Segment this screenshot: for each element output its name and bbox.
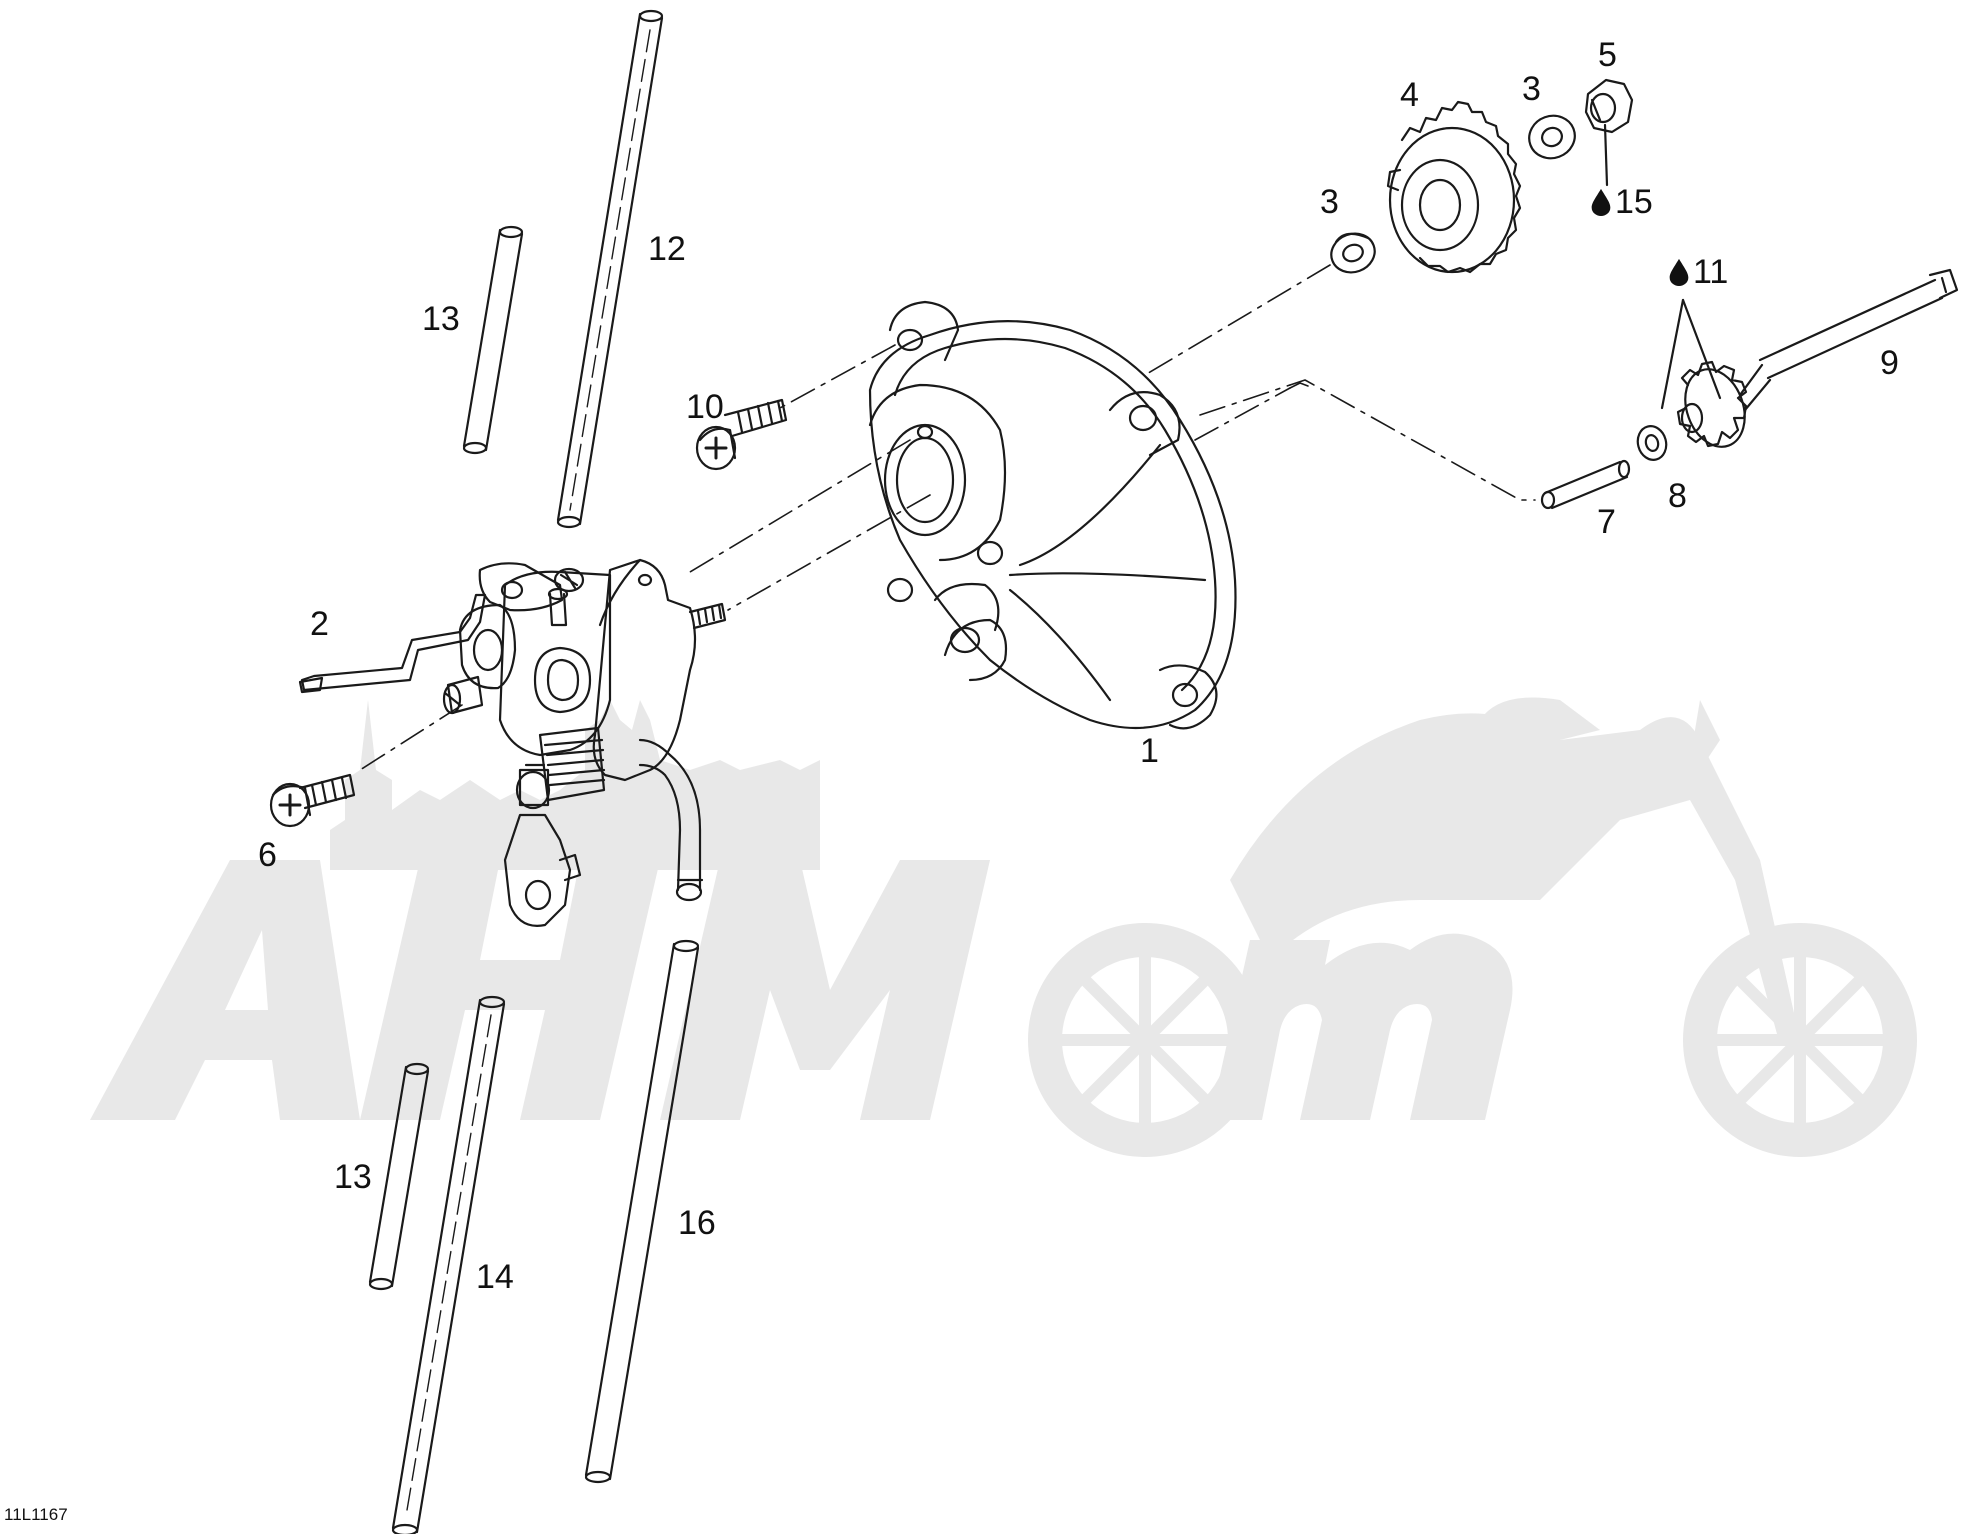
callout-6: 6 <box>258 836 277 874</box>
callout-15: 15 <box>1590 185 1653 219</box>
part-3-washer-upper <box>1528 114 1576 160</box>
part-16-tube <box>584 939 700 1484</box>
part-13-tube-bottom <box>368 1062 430 1291</box>
part-10-screw <box>695 398 788 471</box>
part-14-tube <box>391 995 506 1537</box>
part-12-tube <box>556 9 664 529</box>
part-9-shaft <box>1676 268 1959 448</box>
oil-drop-icon <box>1669 258 1689 286</box>
part-13-tube-top <box>462 225 524 455</box>
oil-drop-icon <box>1591 188 1611 216</box>
part-6-screw <box>269 773 356 828</box>
callout-3-upper: 3 <box>1522 70 1541 108</box>
part-2-bracket <box>298 593 487 694</box>
callout-8: 8 <box>1668 477 1687 515</box>
callout-14: 14 <box>476 1258 514 1296</box>
callout-15-label: 15 <box>1615 183 1653 221</box>
callout-16: 16 <box>678 1204 716 1242</box>
callout-2: 2 <box>310 605 329 643</box>
part-7-pin <box>1540 459 1631 510</box>
callout-11-label: 11 <box>1693 253 1729 291</box>
callout-13-top: 13 <box>422 300 460 338</box>
part-4-gear <box>1386 100 1522 274</box>
dashed-centerlines <box>359 264 1536 771</box>
part-5-nut <box>1584 78 1634 187</box>
callout-10: 10 <box>686 388 724 426</box>
callout-11: 11 <box>1668 255 1728 289</box>
oil-pump-body <box>442 558 727 927</box>
watermark-logo <box>90 697 1917 1157</box>
callout-13-bottom: 13 <box>334 1158 372 1196</box>
part-3-washer-lower <box>1330 232 1376 274</box>
part-lines <box>269 9 1959 1537</box>
callout-3-lower: 3 <box>1320 183 1339 221</box>
callout-9: 9 <box>1880 344 1899 382</box>
callout-5: 5 <box>1598 36 1617 74</box>
callout-7: 7 <box>1597 503 1616 541</box>
callout-4: 4 <box>1400 76 1419 114</box>
callout-1: 1 <box>1140 732 1159 770</box>
drawing-code: 11L1167 <box>4 1505 68 1524</box>
oil-leader-lines <box>1660 298 1722 410</box>
part-8-washer <box>1636 425 1668 461</box>
part-1-cover <box>868 300 1237 730</box>
callout-12: 12 <box>648 230 686 268</box>
